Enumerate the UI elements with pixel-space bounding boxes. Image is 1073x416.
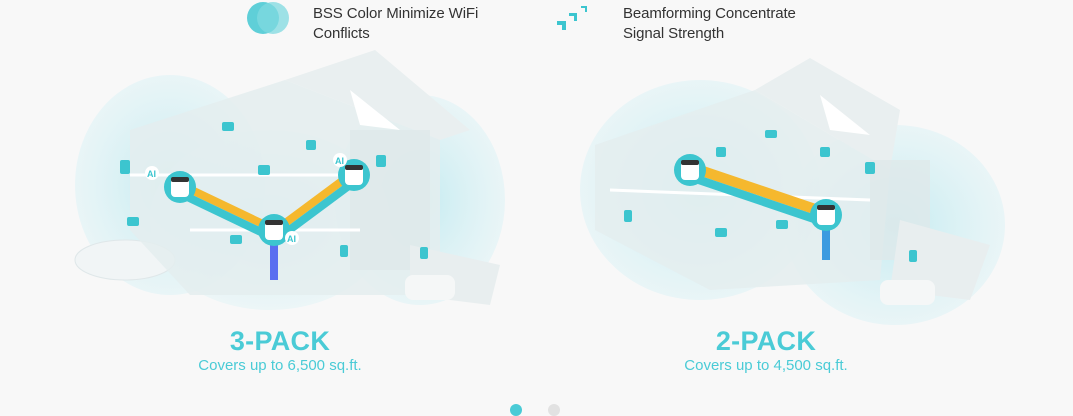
pack-title: 2-PACK [715, 326, 817, 356]
house-illustration-3pack: AI AI AI [30, 50, 520, 325]
pack-coverage: Covers up to 4,500 sq.ft. [684, 357, 848, 374]
svg-text:AI: AI [147, 169, 156, 179]
feature-bss-color: BSS Color Minimize WiFi Conflicts [245, 0, 478, 44]
feature-bss-line2: Conflicts [313, 25, 370, 42]
overlapping-circles-icon [245, 0, 291, 36]
router-unit [164, 171, 196, 203]
pack-title: 3-PACK [229, 326, 331, 356]
feature-beam-line2: Signal Strength [623, 25, 725, 42]
pagination-dot-active[interactable] [510, 404, 522, 416]
svg-text:AI: AI [335, 156, 344, 166]
feature-beamforming: Beamforming Concentrate Signal Strength [555, 0, 796, 44]
svg-text:AI: AI [287, 234, 296, 244]
feature-beam-line1: Beamforming Concentrate [623, 5, 796, 22]
feature-bss-line1: BSS Color Minimize WiFi [313, 5, 479, 22]
beamforming-arrows-icon [555, 0, 601, 36]
pagination-dot[interactable] [548, 404, 560, 416]
house-illustration-2pack [570, 50, 1060, 325]
pack-coverage: Covers up to 6,500 sq.ft. [198, 357, 362, 374]
pack-3-caption: 3-PACK Covers up to 6,500 sq.ft. [160, 326, 400, 375]
carousel-pagination [0, 404, 1073, 416]
pack-2-caption: 2-PACK Covers up to 4,500 sq.ft. [646, 326, 886, 375]
